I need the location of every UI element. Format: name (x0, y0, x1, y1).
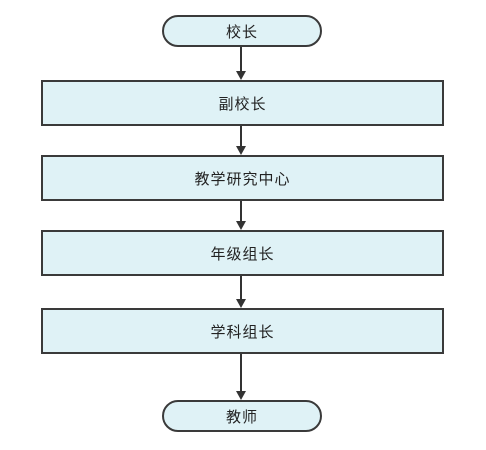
node-grade-leader-label: 年级组长 (210, 244, 275, 263)
node-subject-leader-label: 学科组长 (210, 322, 275, 341)
node-principal-label: 校长 (225, 22, 258, 41)
edge-teaching-research-center-to-grade-leader (236, 201, 246, 230)
node-teaching-research-center-label: 教学研究中心 (194, 169, 291, 188)
edge-principal-to-vice-principal (236, 47, 246, 80)
edge-vice-principal-to-teaching-research-center (236, 126, 246, 155)
node-teacher-label: 教师 (225, 407, 258, 426)
edge-grade-leader-to-subject-leader (236, 276, 246, 308)
node-grade-leader: 年级组长 (41, 230, 444, 276)
node-teacher: 教师 (162, 400, 322, 432)
node-vice-principal-label: 副校长 (218, 94, 267, 113)
node-vice-principal: 副校长 (41, 80, 444, 126)
edge-subject-leader-to-teacher (236, 354, 246, 400)
node-subject-leader: 学科组长 (41, 308, 444, 354)
node-principal: 校长 (162, 15, 322, 47)
node-teaching-research-center: 教学研究中心 (41, 155, 444, 201)
